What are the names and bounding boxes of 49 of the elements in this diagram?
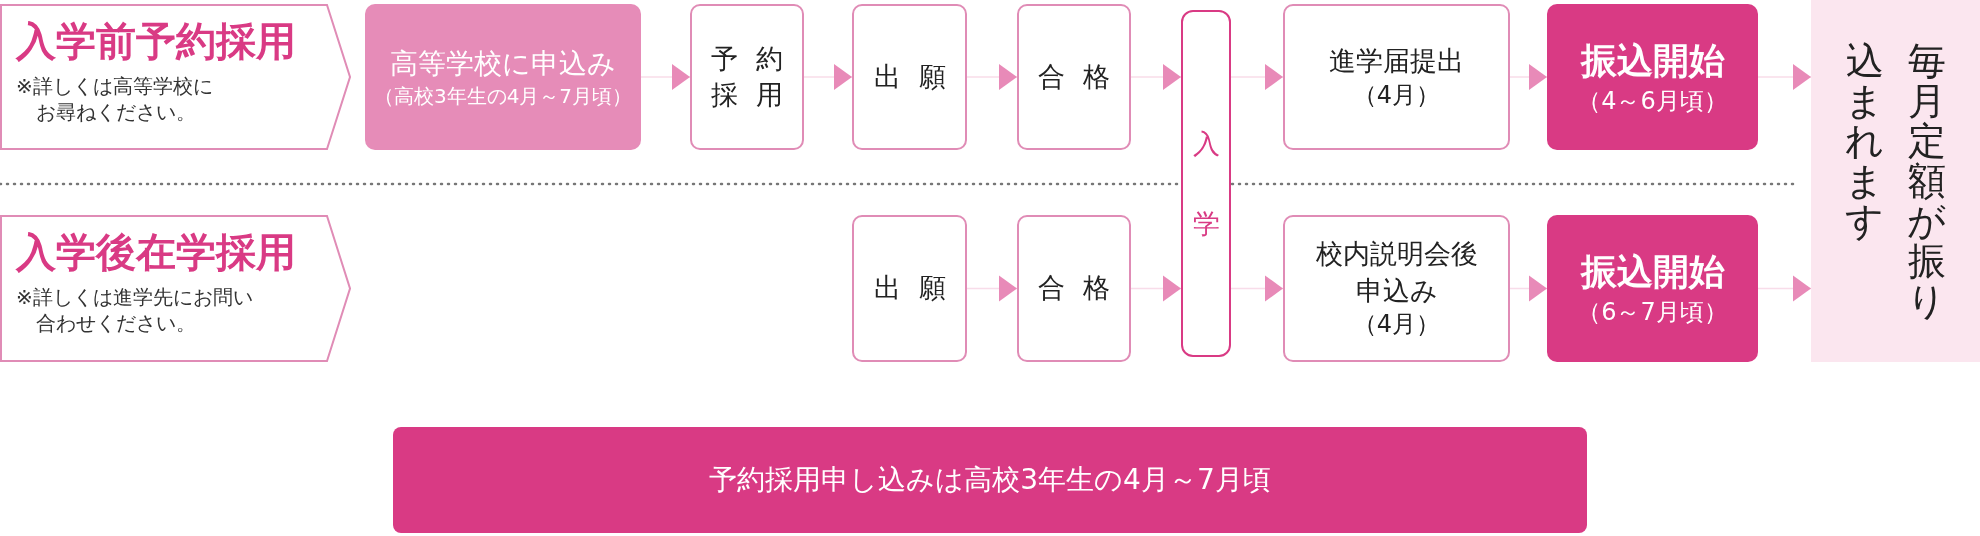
result-text: 毎月定額が振り込まれます	[1844, 41, 1947, 321]
arrow	[1230, 64, 1284, 90]
note-text: ※詳しくは高等学校にお尋ねください。	[16, 73, 214, 125]
arrow	[1130, 275, 1182, 302]
step-box	[1283, 215, 1510, 362]
category-tab	[0, 215, 351, 362]
step-box	[1283, 4, 1510, 150]
step-label: 合格	[1037, 59, 1129, 94]
step-note: （4月）	[1352, 309, 1441, 341]
arrow	[1509, 275, 1548, 302]
step-label: 合格	[1037, 271, 1129, 306]
arrow	[803, 64, 853, 90]
step-box	[365, 4, 641, 150]
step-label: 高等学校に申込み	[390, 46, 616, 83]
step-box	[852, 4, 967, 150]
step-label: 出願	[872, 271, 965, 306]
step-box	[690, 4, 804, 150]
highlight-box	[1547, 215, 1758, 362]
result-panel	[1811, 0, 1980, 362]
step-label: 振込開始	[1580, 38, 1725, 83]
note-banner	[393, 427, 1587, 533]
arrow	[1509, 64, 1548, 90]
arrow	[966, 64, 1018, 90]
step-box	[1017, 215, 1131, 362]
step-box	[1017, 4, 1131, 150]
arrow	[640, 64, 691, 90]
step-note: （高校3年生の4月～7月頃）	[373, 82, 633, 109]
step-note: （6～7月頃）	[1577, 297, 1728, 329]
highlight-box	[1547, 4, 1758, 150]
arrow	[1757, 64, 1812, 90]
banner-text: 予約採用申し込みは高校3年生の4月～7月頃	[709, 462, 1271, 498]
arrow	[1130, 64, 1182, 90]
step-box	[852, 215, 967, 362]
category-title: 入学後在学採用	[16, 228, 296, 277]
step-label: 振込開始	[1580, 250, 1725, 295]
step-label: 入学	[1191, 126, 1221, 241]
step-label: 出願	[872, 59, 965, 94]
step-label: 進学届提出	[1328, 44, 1465, 79]
note-text: ※詳しくは進学先にお問い合わせください。	[16, 284, 254, 336]
arrow	[966, 275, 1018, 302]
step-note: （4～6月頃）	[1577, 85, 1728, 117]
arrow	[1757, 275, 1812, 302]
step-label: 校内説明会後申込み	[1314, 237, 1479, 308]
category-tab	[0, 4, 351, 150]
category-title: 入学前予約採用	[16, 17, 296, 66]
step-note: （4月）	[1352, 79, 1441, 111]
step-label: 予約採用	[710, 41, 802, 112]
step-box	[1181, 10, 1231, 357]
arrow	[1230, 275, 1284, 302]
